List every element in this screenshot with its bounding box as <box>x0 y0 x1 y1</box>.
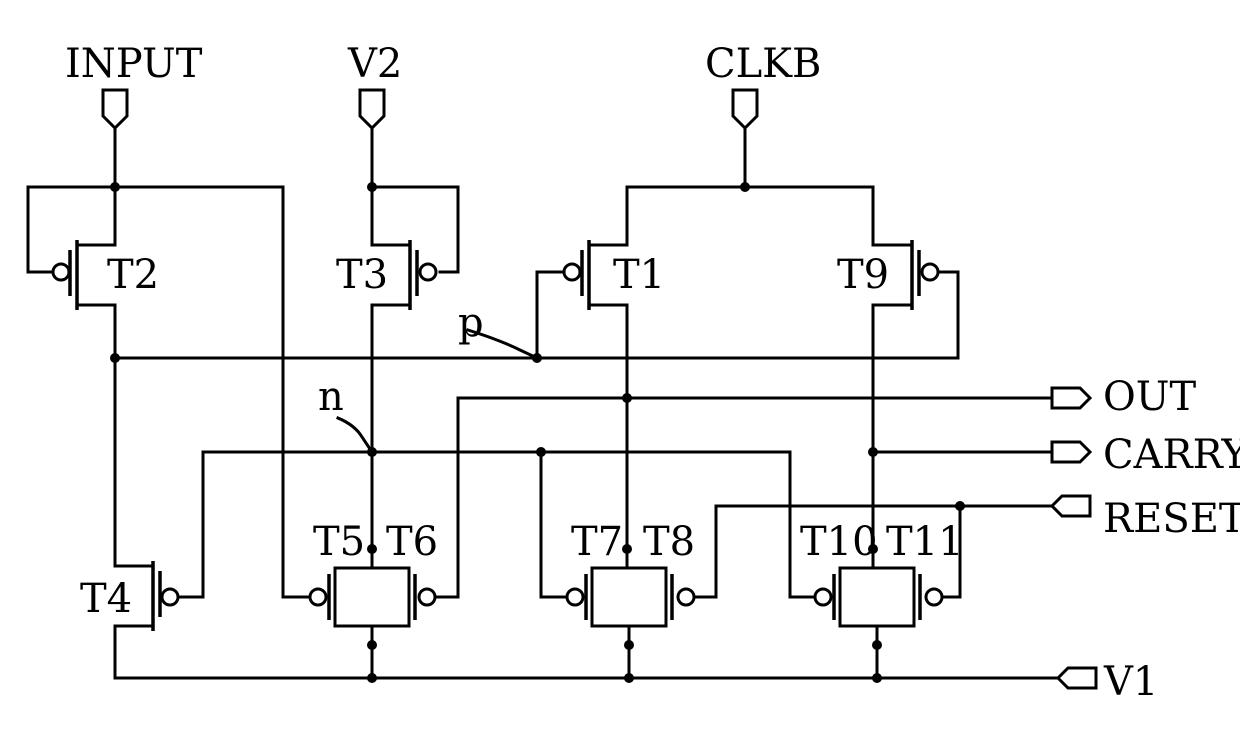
t2-label: T2 <box>107 252 159 298</box>
transistor-t4 <box>115 452 203 678</box>
t11-label: T11 <box>886 519 964 565</box>
t5-label: T5 <box>313 519 365 565</box>
transistor-pair-t5-t6 <box>310 568 435 678</box>
input-label: INPUT <box>65 41 203 87</box>
input-net <box>28 128 309 597</box>
t1-label: T1 <box>613 252 665 298</box>
node-p-label: p <box>458 300 484 346</box>
transistor-t3 <box>372 128 458 570</box>
out-port <box>1052 388 1090 408</box>
t8-label: T8 <box>643 519 695 565</box>
carry-label: CARRY <box>1103 432 1240 478</box>
transistor-t2 <box>53 240 115 310</box>
reset-port <box>1052 496 1090 516</box>
v2-port <box>360 90 384 128</box>
transistor-t9 <box>873 187 938 570</box>
reset-label: RESET <box>1103 496 1240 542</box>
t4-label: T4 <box>80 576 132 622</box>
transistor-pair-t7-t8 <box>567 568 694 678</box>
v2-label: V2 <box>347 41 402 87</box>
t10-label: T10 <box>800 519 878 565</box>
carry-port <box>1052 442 1090 462</box>
node-n-label: n <box>318 374 344 420</box>
t3-label: T3 <box>336 252 388 298</box>
v1-label: V1 <box>1103 659 1158 705</box>
v1-port <box>1058 668 1096 688</box>
t7-label: T7 <box>571 519 623 565</box>
transistor-pair-t10-t11 <box>815 568 942 678</box>
out-label: OUT <box>1103 374 1197 420</box>
transistor-t1 <box>564 128 873 570</box>
t6-label: T6 <box>386 519 438 565</box>
input-port <box>103 90 127 128</box>
clkb-label: CLKB <box>705 41 821 87</box>
clkb-port <box>733 90 757 128</box>
t9-label: T9 <box>837 252 889 298</box>
